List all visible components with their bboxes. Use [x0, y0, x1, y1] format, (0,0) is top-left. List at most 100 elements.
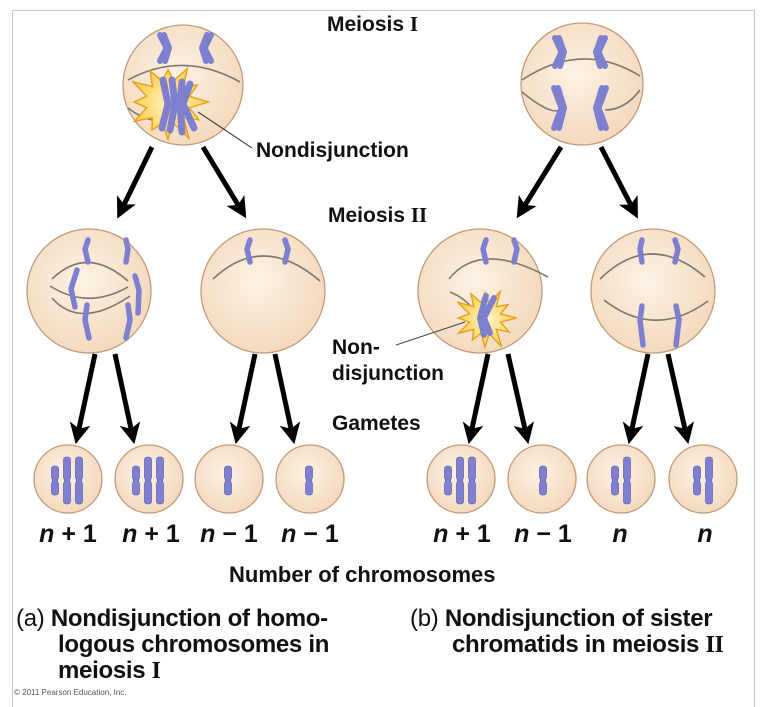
- gamete-count-b2: n − 1: [514, 520, 572, 548]
- chromatid: [672, 237, 681, 265]
- gamete-a3: [194, 444, 264, 514]
- chromatid: [556, 35, 567, 69]
- chromatid: [132, 273, 142, 316]
- spindle-fiber: [212, 255, 321, 282]
- gamete-chromosome: [623, 456, 631, 505]
- chromatid: [224, 465, 232, 496]
- chromatid: [132, 465, 140, 496]
- meiosis-i-label: Meiosis I: [327, 12, 419, 36]
- gamete-b3: [586, 444, 656, 514]
- cell-membrane: [200, 228, 326, 354]
- cell-b-meiosis1: [520, 22, 644, 146]
- gamete-count-a3: n − 1: [200, 520, 258, 548]
- caption-b-tag: (b): [410, 605, 439, 632]
- arrow-b-g1: [462, 353, 491, 445]
- gamete-b2: [507, 444, 577, 514]
- spindle-fiber: [599, 253, 706, 280]
- leader-line-b: [395, 321, 466, 346]
- chromatid: [623, 456, 631, 505]
- caption-a-tag: (a): [16, 605, 45, 632]
- gamete-count-a2: n + 1: [122, 520, 180, 548]
- cell-membrane: [590, 228, 716, 354]
- gamete-chromosome: [132, 465, 140, 496]
- spindle-fiber: [448, 258, 549, 280]
- arrow-a-m1-right: [200, 145, 247, 219]
- nondisjoined-homologs: [158, 76, 198, 136]
- chromatid: [123, 237, 131, 265]
- cell-membrane: [668, 444, 738, 514]
- nondisjunction-label-b-line2: disjunction: [332, 362, 444, 385]
- gamete-chromosome: [693, 465, 701, 496]
- duplicated-chromosome: [593, 85, 609, 131]
- chromatid: [63, 456, 71, 505]
- nondisjunction-label-a: Nondisjunction: [256, 139, 409, 162]
- axis-label: Number of chromosomes: [229, 562, 496, 587]
- cell-a-meiosis2-left: [26, 228, 152, 354]
- gamete-chromosome: [63, 456, 71, 505]
- chromatid: [468, 456, 476, 505]
- arrow-a-g1: [69, 353, 98, 445]
- chromatid: [444, 465, 452, 496]
- caption-b-line2: chromatids in meiosis II: [452, 631, 724, 659]
- caption-a-line3: meiosis I: [58, 657, 161, 685]
- caption-b: (b) Nondisjunction of sister chromatids …: [410, 605, 724, 659]
- gametes-label: Gametes: [332, 412, 421, 435]
- gamete-chromosome: [224, 465, 232, 496]
- duplicated-chromosome: [593, 35, 608, 69]
- arrow-b-m1-left: [516, 145, 564, 219]
- nondisjunction-label-b: Non- disjunction: [332, 335, 444, 387]
- chromatid: [179, 80, 198, 132]
- gamete-count-b3: n: [612, 520, 628, 548]
- chromatid: [51, 465, 59, 496]
- chromatid: [123, 302, 133, 341]
- gamete-chromosome: [456, 456, 464, 505]
- gamete-count-a4: n − 1: [281, 520, 339, 548]
- nondisjoined-sister-chromatids: [477, 293, 497, 338]
- cell-membrane: [26, 228, 152, 354]
- chromatid: [456, 456, 464, 505]
- figure-frame: [12, 10, 755, 707]
- chromatid: [539, 465, 547, 496]
- cell-a-meiosis2-right: [200, 228, 326, 354]
- chromatid: [244, 237, 253, 265]
- arrow-b-g4: [665, 353, 694, 445]
- chromatid: [480, 237, 489, 265]
- chromatid: [82, 237, 91, 265]
- nondisjunction-label-b-line1: Non-: [332, 336, 380, 359]
- gamete-a1: [33, 444, 103, 514]
- gamete-chromosome: [444, 465, 452, 496]
- chromatid: [166, 76, 179, 134]
- caption-a-line2: logous chromosomes in: [58, 631, 330, 658]
- copyright-notice: © 2011 Pearson Education, Inc.: [14, 688, 127, 697]
- chromatid: [305, 465, 313, 496]
- gamete-chromosome: [75, 456, 83, 505]
- arrow-b-g2: [505, 353, 534, 445]
- cell-a-meiosis1: [122, 24, 244, 146]
- chromatid: [511, 237, 520, 265]
- spindle-fiber: [603, 299, 709, 322]
- caption-a-line1: Nondisjunction of homo-: [50, 605, 328, 632]
- chromatid: [68, 267, 80, 310]
- chromatid: [593, 85, 605, 131]
- gamete-a4: [275, 444, 345, 514]
- gamete-chromosome: [705, 456, 713, 505]
- cell-b-meiosis2-right: [590, 228, 716, 354]
- spindle-fiber: [49, 285, 129, 300]
- meiosis-ii-label: Meiosis II: [328, 203, 428, 227]
- gamete-count-a1: n + 1: [39, 520, 97, 548]
- gamete-count-b1: n + 1: [433, 520, 491, 548]
- arrow-a-g4: [272, 353, 301, 445]
- duplicated-chromosome: [551, 85, 567, 131]
- gamete-b1: [426, 444, 496, 514]
- caption-b-line1: Nondisjunction of sister: [444, 605, 713, 632]
- gamete-chromosome: [468, 456, 476, 505]
- chromatid: [555, 85, 567, 131]
- arrow-a-m1-left: [116, 145, 155, 219]
- chromatid: [156, 456, 164, 505]
- chromatid: [161, 32, 172, 64]
- arrow-a-g2: [112, 353, 141, 445]
- caption-a: (a) Nondisjunction of homo- logous chrom…: [16, 605, 330, 685]
- gamete-chromosome: [156, 456, 164, 505]
- gamete-chromosome: [51, 465, 59, 496]
- cell-membrane: [417, 228, 543, 354]
